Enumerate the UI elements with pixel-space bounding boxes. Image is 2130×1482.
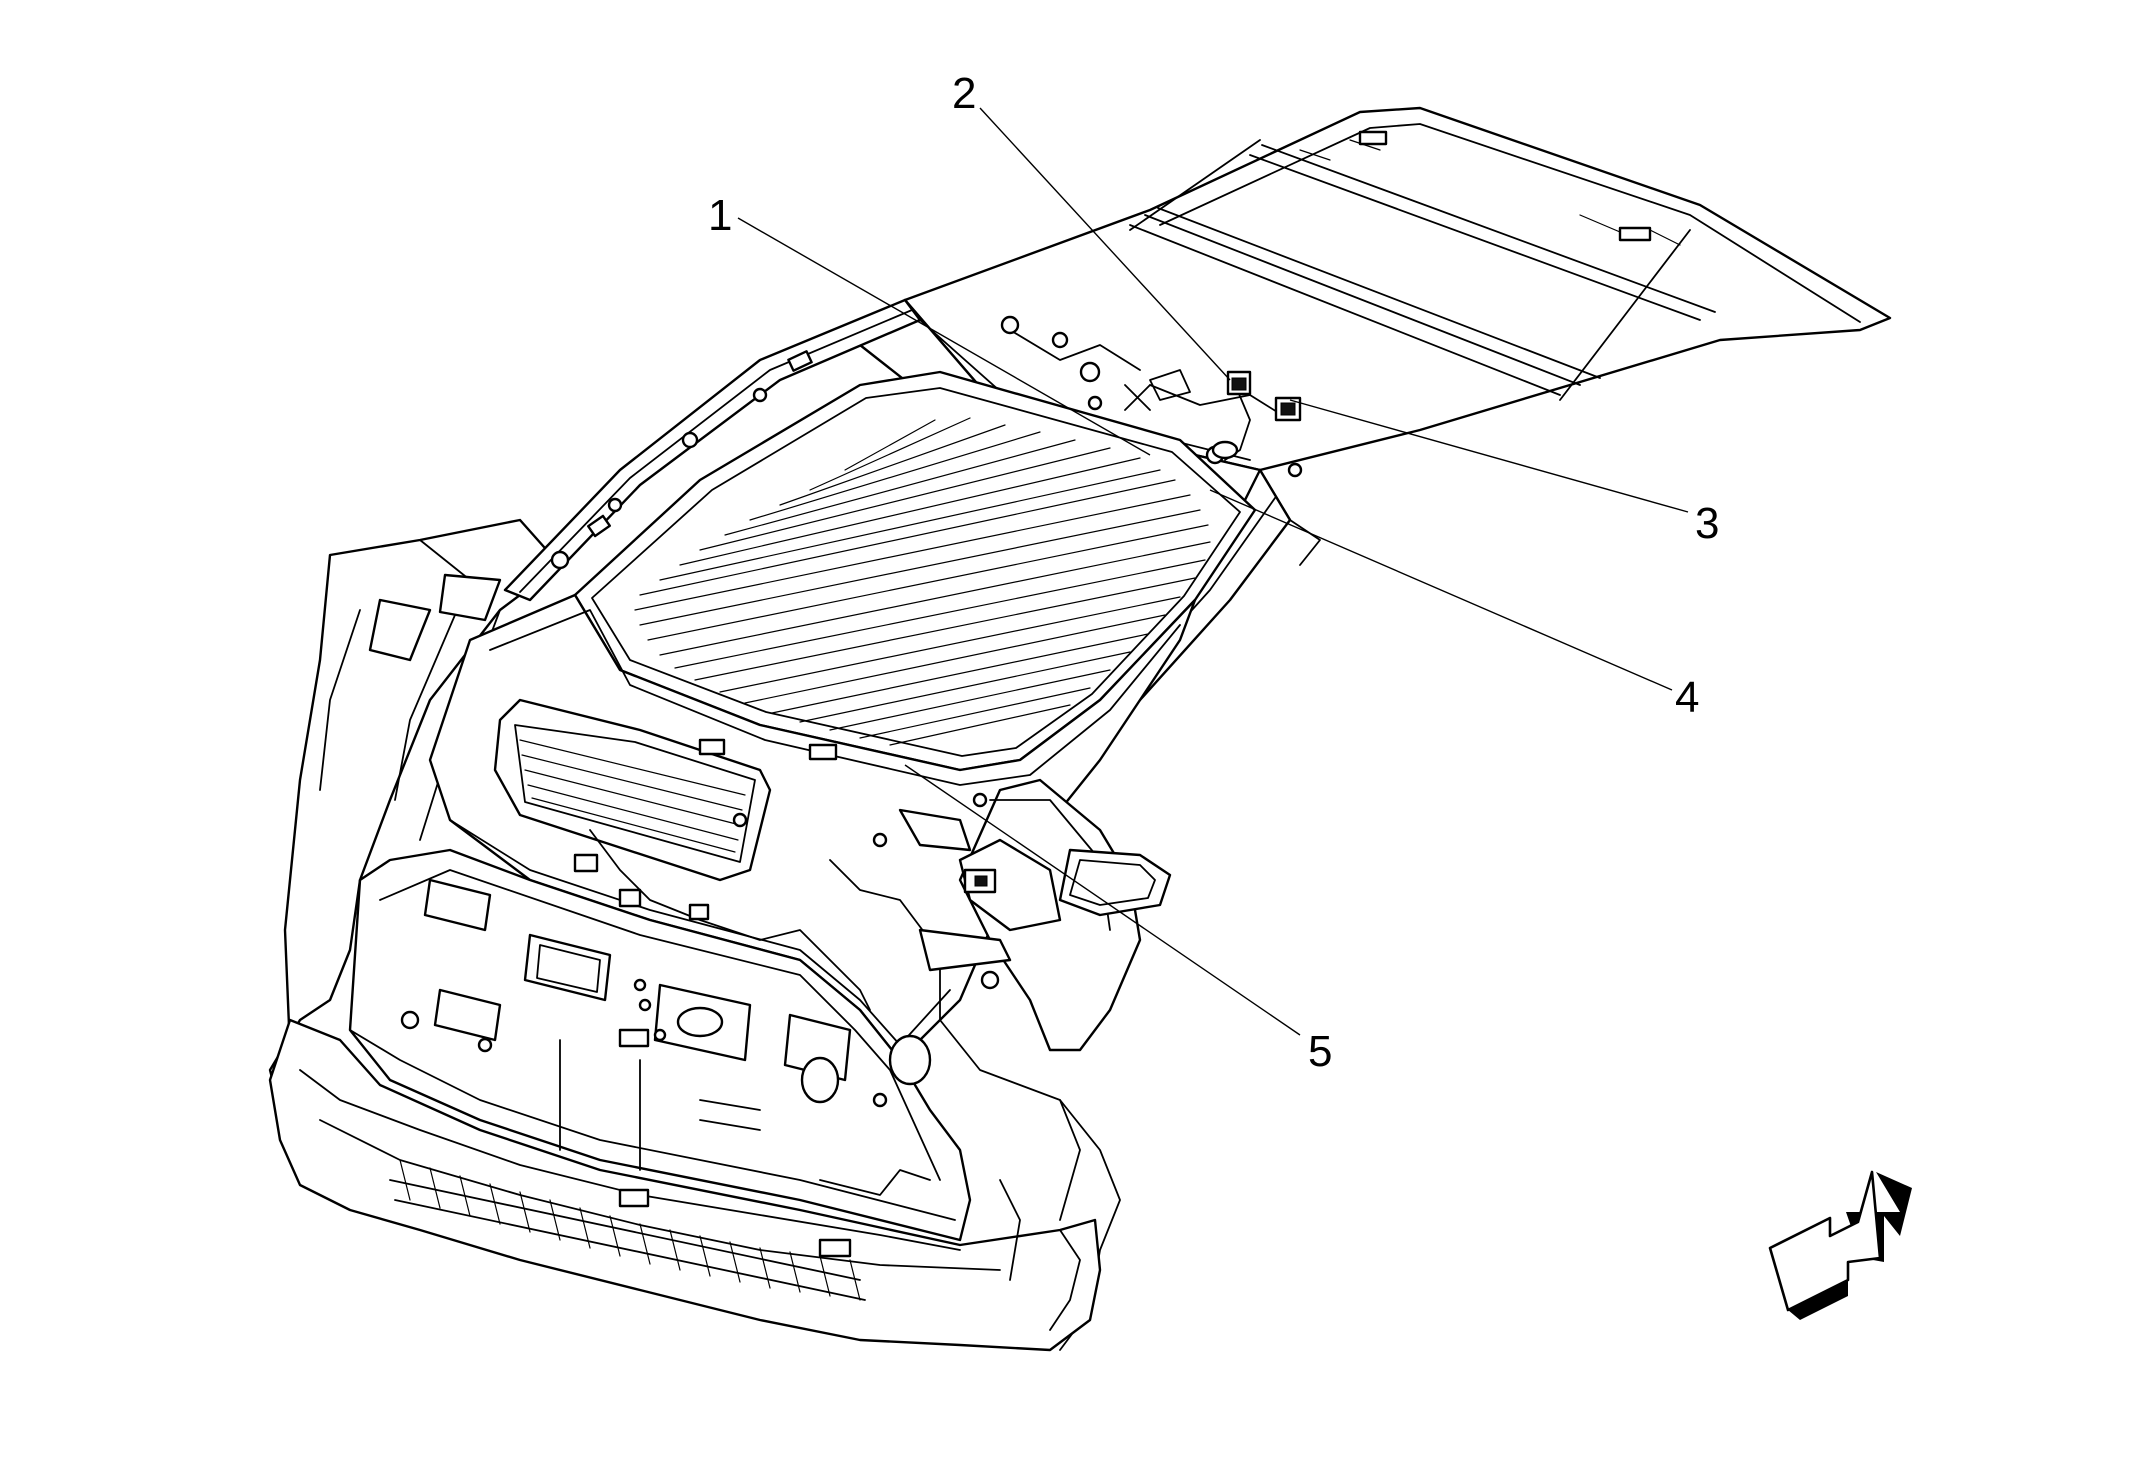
callout-2: 2 — [952, 69, 976, 118]
left-roof-rail — [503, 298, 922, 602]
right-quarter-panel — [918, 778, 1172, 1351]
callouts: 1 2 3 4 5 — [708, 69, 1719, 1076]
rear-window-glass — [573, 370, 1257, 772]
rear-bumper-fascia — [268, 1018, 1102, 1352]
liftgate-lower-panel — [348, 848, 972, 1242]
left-side-panel — [268, 518, 562, 1152]
defroster-lines — [634, 417, 1211, 746]
view-direction-arrow-icon — [1768, 1170, 1912, 1320]
callout-4: 4 — [1675, 673, 1699, 722]
callout-5: 5 — [1308, 1027, 1332, 1076]
callout-1: 1 — [708, 191, 732, 240]
callout-3: 3 — [1695, 499, 1719, 548]
liftgate-frame — [428, 593, 1197, 1062]
leader-lines — [737, 107, 1689, 1036]
lower-grille — [389, 1159, 866, 1301]
